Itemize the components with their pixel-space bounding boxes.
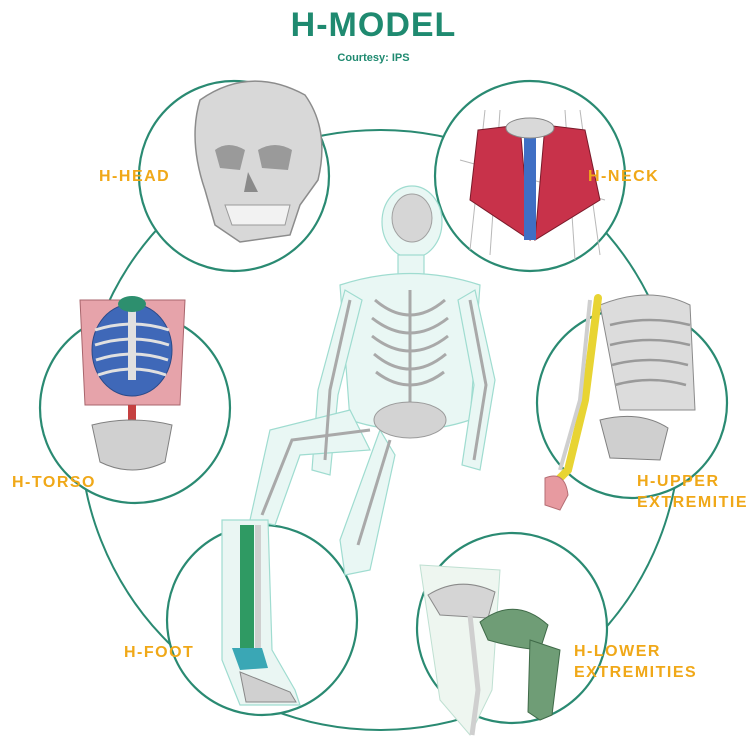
foot-label: H-FOOT [124, 642, 194, 663]
head-label: H-HEAD [99, 166, 170, 187]
lower-extremities-label-line1: H-LOWER [574, 641, 697, 662]
lower-extremities-label: H-LOWER EXTREMITIES [574, 641, 697, 683]
upper-extremities-label-line1: H-UPPER [637, 471, 747, 492]
lower-extremities-label-line2: EXTREMITIES [574, 662, 697, 683]
neck-label: H-NECK [588, 166, 659, 187]
upper-extremities-label: H-UPPER EXTREMITIES [637, 471, 747, 513]
torso-label: H-TORSO [12, 472, 96, 493]
upper-extremities-label-line2: EXTREMITIES [637, 492, 747, 513]
